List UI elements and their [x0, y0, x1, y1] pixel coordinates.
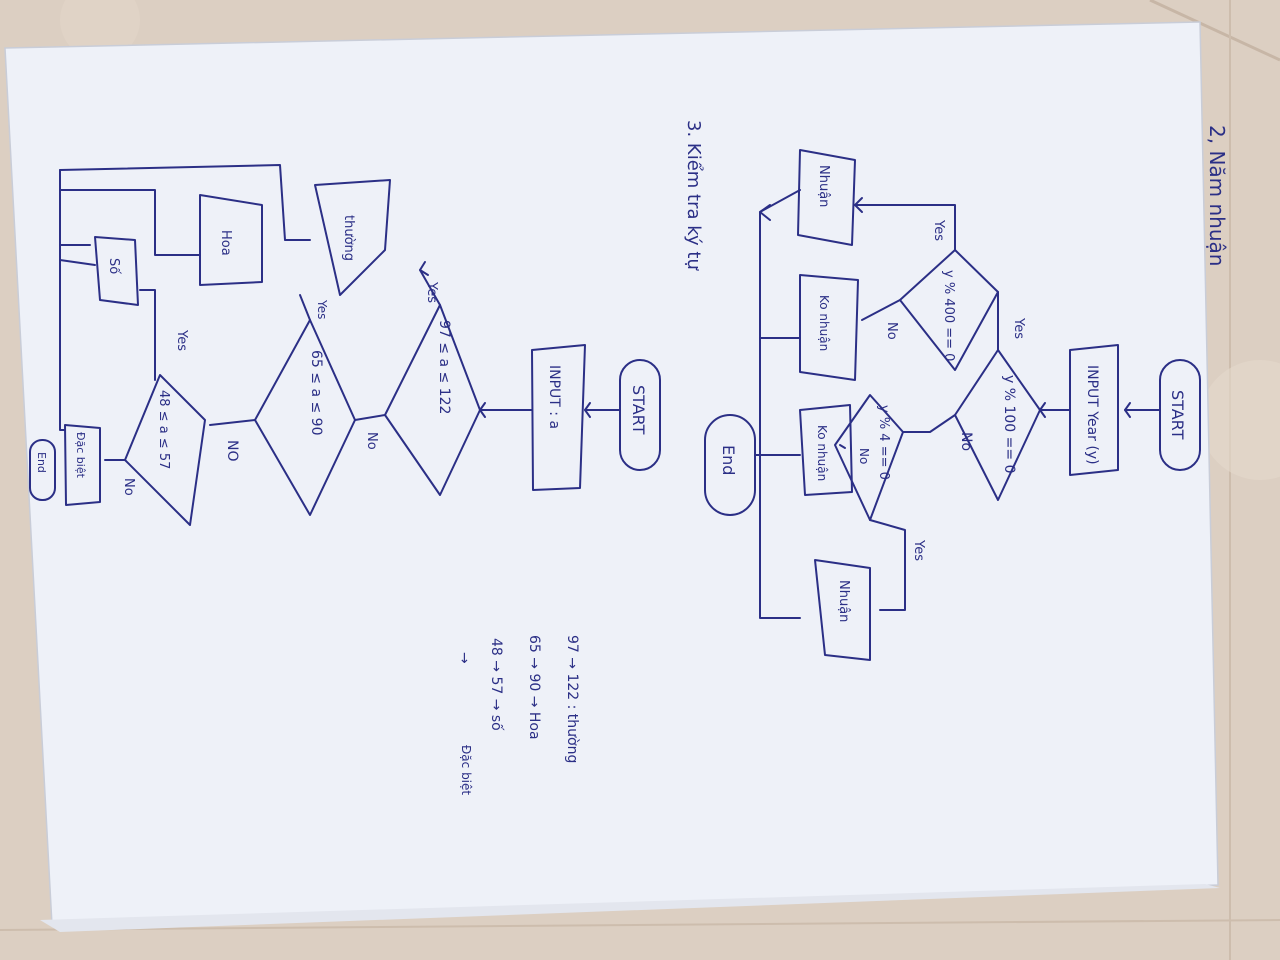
s2-nhuan1-label: Nhuận: [816, 165, 831, 207]
s3-cond2-label: 65 ≤ a ≤ 90: [308, 350, 324, 435]
s2-end-label: End: [719, 445, 738, 475]
s3-input-label: INPUT : a: [546, 365, 562, 429]
note-line-4: →: [456, 652, 472, 664]
s3-heading: 3. Kiểm tra ký tự: [683, 120, 704, 271]
s2-start-terminator: [1159, 359, 1201, 471]
s2-khong1-label: Ko nhuận: [817, 295, 831, 351]
s3-cond1-label: 97 ≤ a ≤ 122: [436, 320, 452, 414]
s2-start-label: START: [1168, 390, 1187, 440]
s3-start-label: START: [629, 385, 648, 435]
s3-no-2: NO: [224, 440, 240, 462]
s3-output-dacbiet: [64, 424, 101, 506]
s3-input-parallelogram: [531, 344, 586, 491]
s3-output-so: [94, 236, 139, 306]
s2-yes-2: Yes: [931, 219, 946, 241]
s3-no-1: No: [364, 432, 379, 450]
s3-yes-2: Yes: [315, 299, 329, 319]
s3-output-hoa: [199, 194, 263, 286]
s2-output-nhuan-1: [797, 149, 856, 246]
s2-nhuan2-label: Nhuận: [836, 580, 851, 622]
note-line-5: Đặc biệt: [459, 745, 473, 795]
s3-end-terminator: [29, 439, 56, 501]
s2-yes-1: Yes: [1011, 317, 1026, 339]
s2-end-terminator: [704, 414, 756, 516]
s3-hoa-label: Hoa: [218, 230, 233, 256]
s3-cond3-label: 48 ≤ a ≤ 57: [156, 390, 171, 469]
s3-dacbiet-label: Đặc biệt: [74, 432, 87, 479]
note-line-2: 65 → 90 → Hoa: [526, 635, 542, 740]
s2-input-parallelogram: [1069, 344, 1119, 476]
s3-output-thuong: [314, 179, 391, 296]
s2-cond400-label: y % 400 == 0: [941, 270, 956, 361]
note-line-3: 48 → 57 → số: [488, 638, 505, 731]
s2-heading: 2, Năm nhuận: [1205, 125, 1229, 266]
s2-no-1: No: [958, 432, 974, 451]
s2-no-3: No: [857, 448, 871, 464]
s3-yes-3: Yes: [174, 329, 189, 351]
s2-input-label: INPUT Year (y): [1084, 365, 1100, 465]
s3-yes-1: Yes: [424, 281, 439, 303]
s2-no-2: No: [884, 322, 899, 340]
s2-cond100-label: y % 100 == 0: [1001, 375, 1017, 473]
s3-end-label: End: [35, 452, 48, 473]
s3-no-3: No: [121, 478, 136, 496]
s2-output-khong-2: [799, 404, 853, 496]
s2-output-khong-1: [799, 274, 859, 381]
paper: [4, 21, 1219, 926]
s2-khong2-label: Ko nhuận: [815, 425, 829, 481]
s3-thuong-label: thường: [341, 215, 356, 261]
s2-yes-3: Yes: [911, 539, 926, 561]
s3-so-label: Số: [106, 258, 121, 274]
note-line-1: 97 → 122 : thường: [564, 635, 580, 763]
s2-cond4-label: y % 4 == 0: [876, 405, 891, 480]
s2-output-nhuan-2: [814, 559, 871, 661]
s3-start-terminator: [619, 359, 661, 471]
s2-decision-4: [834, 394, 904, 521]
